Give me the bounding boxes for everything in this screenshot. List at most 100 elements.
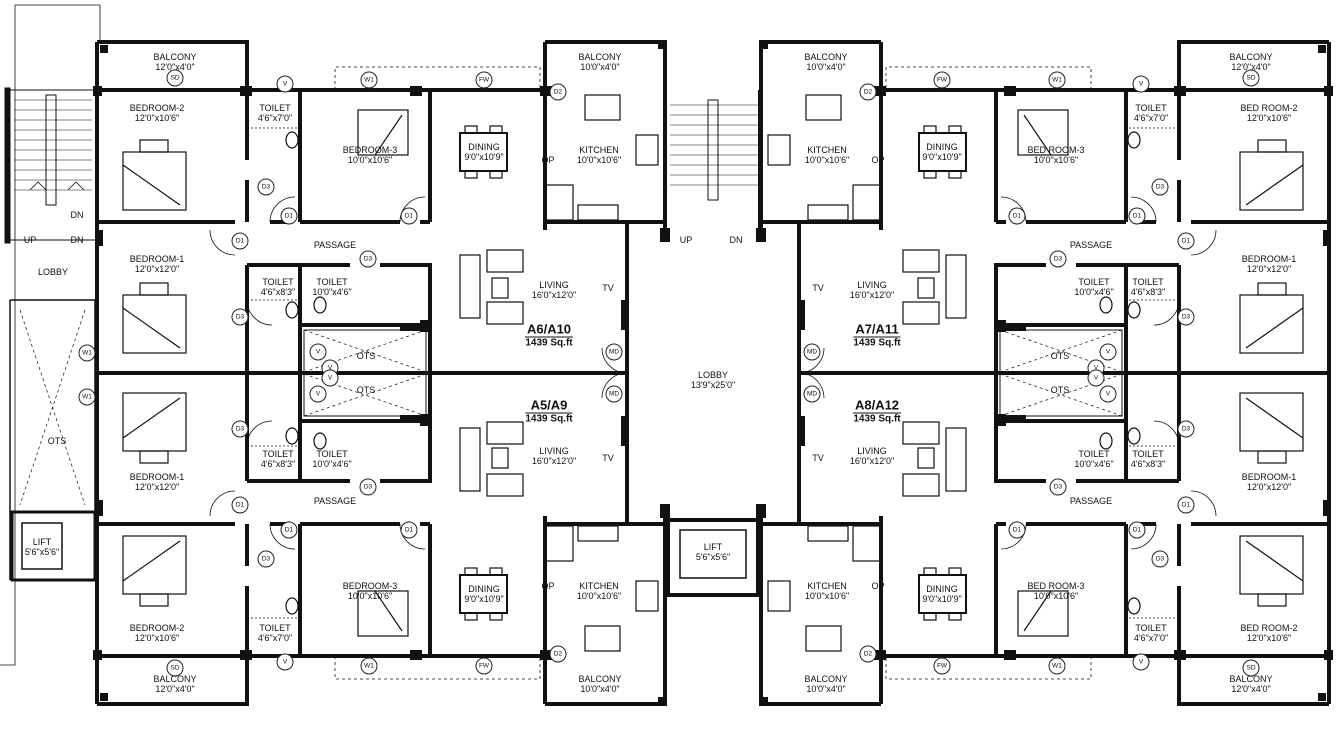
room-size: 12'0"x4'0": [1231, 62, 1271, 72]
stairs-up-label: UP: [23, 235, 37, 245]
unit-area: 1439 Sq.ft: [853, 413, 901, 425]
stairs-up-label: UP: [679, 235, 693, 245]
lift-name: LIFT: [703, 542, 723, 552]
door-window-tag: V: [276, 653, 294, 671]
room-name: BEDROOM-1: [129, 254, 185, 264]
room-name: BED ROOM-3: [1027, 145, 1085, 155]
room-size: 12'0"x12'0": [1246, 482, 1292, 492]
room-name: OP: [541, 155, 555, 165]
door-window-tag: D3: [359, 478, 377, 496]
room-size: 10'0"x10'6": [347, 155, 393, 165]
room-size: 4'6"x8'3": [260, 287, 296, 297]
room-name: OTS: [356, 351, 376, 361]
room-label-a5-a9: OP: [541, 581, 554, 591]
door-window-tag: D1: [231, 496, 249, 514]
room-size: 10'0"x10'6": [576, 591, 622, 601]
room-size: 4'6"x8'3": [1130, 287, 1166, 297]
room-size: 10'0"x10'6": [804, 591, 850, 601]
door-window-tag: W1: [1048, 71, 1066, 89]
lobby-center-label: LOBBY 13'9"x25'0": [691, 370, 735, 390]
room-name: TOILET: [1078, 277, 1110, 287]
door-window-tag: D1: [280, 207, 298, 225]
room-name: PASSAGE: [313, 240, 357, 250]
room-name: BED ROOM-2: [1240, 623, 1298, 633]
door-window-tag: FW: [475, 657, 493, 675]
room-name: OP: [871, 155, 885, 165]
door-window-tag: D1: [1128, 207, 1146, 225]
door-window-tag: FW: [933, 657, 951, 675]
room-size: 10'0"x10'6": [804, 155, 850, 165]
room-size: 10'0"x10'6": [347, 591, 393, 601]
room-size: 16'0"x12'0": [531, 290, 577, 300]
door-window-tag: D1: [1008, 207, 1026, 225]
room-label-a5-a9: TV: [602, 453, 614, 463]
room-label-a7-a11: PASSAGE: [1070, 240, 1112, 250]
door-window-tag: V: [1099, 385, 1117, 403]
lobby-size: 13'9"x25'0": [690, 380, 736, 390]
door-window-tag: D1: [1177, 496, 1195, 514]
room-name: BALCONY: [153, 52, 197, 62]
room-name: TOILET: [316, 277, 348, 287]
room-name: PASSAGE: [1069, 496, 1113, 506]
room-name: BEDROOM-1: [1241, 472, 1297, 482]
room-name: KITCHEN: [807, 145, 847, 155]
door-window-tag: D1: [400, 521, 418, 539]
door-window-tag: V: [321, 369, 339, 387]
room-size: 16'0"x12'0": [849, 456, 895, 466]
door-window-tag: D3: [1049, 478, 1067, 496]
room-size: 12'0"x10'6": [134, 113, 180, 123]
room-name: BED ROOM-3: [1027, 581, 1085, 591]
door-window-tag: D3: [257, 550, 275, 568]
window-tag: W1: [78, 388, 96, 406]
room-name: PASSAGE: [313, 496, 357, 506]
door-window-tag: D3: [231, 420, 249, 438]
room-size: 10'0"x4'6": [312, 287, 352, 297]
door-window-tag: D3: [1151, 178, 1169, 196]
stairs-down-label: DN: [70, 235, 84, 245]
room-name: TOILET: [1135, 103, 1167, 113]
room-name: TOILET: [262, 449, 294, 459]
room-name: LIVING: [857, 446, 887, 456]
unit-a7-a11-walls: [754, 38, 1335, 375]
room-size: 10'0"x10'6": [1033, 155, 1079, 165]
room-name: DINING: [468, 584, 500, 594]
room-name: BEDROOM-3: [342, 145, 398, 155]
door-window-tag: D3: [257, 178, 275, 196]
room-size: 12'0"x10'6": [134, 633, 180, 643]
door-window-tag: D3: [359, 250, 377, 268]
door-window-tag: D1: [400, 207, 418, 225]
room-label-a8-a12: TV: [812, 453, 824, 463]
room-name: BALCONY: [578, 674, 622, 684]
room-name: BEDROOM-1: [1241, 254, 1297, 264]
room-size: 16'0"x12'0": [849, 290, 895, 300]
room-name: TV: [602, 283, 614, 293]
stairs-down-label: DN: [729, 235, 743, 245]
room-name: BEDROOM-3: [342, 581, 398, 591]
door-window-tag: D2: [549, 83, 567, 101]
room-label-a6-a10: OTS: [357, 351, 376, 361]
